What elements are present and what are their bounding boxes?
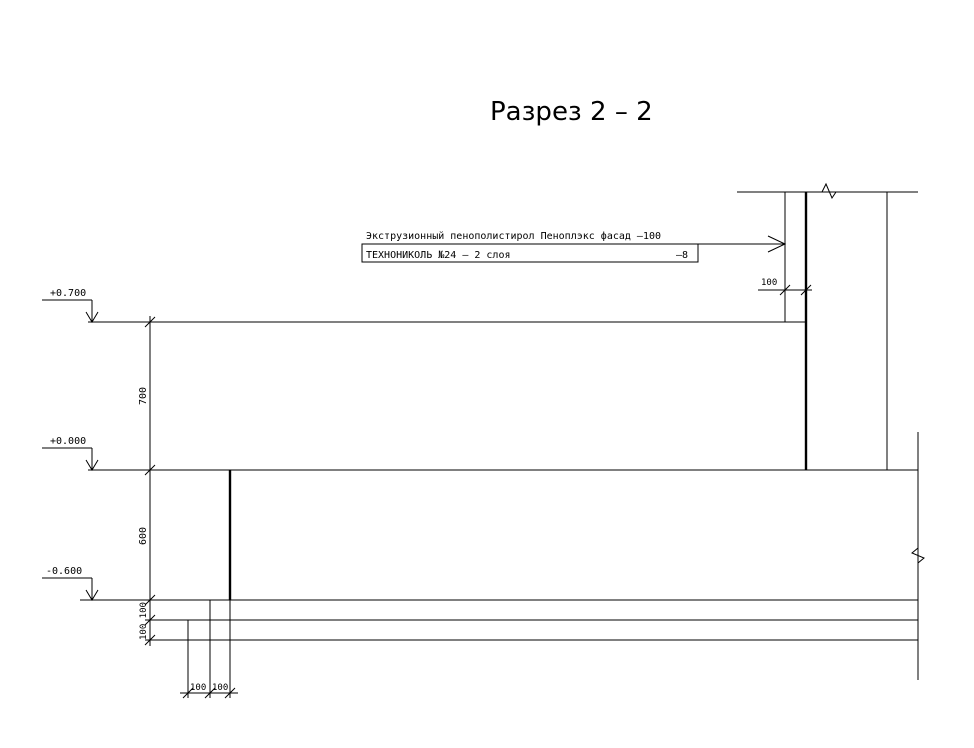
level-label: +0.700 — [50, 288, 86, 299]
level-marker-m0600: -0.600 — [42, 566, 210, 601]
dim-left-offset-1: 100 — [190, 683, 206, 693]
level-label: +0.000 — [50, 436, 86, 447]
vertical-dimension-chain: 700 600 100 100 — [138, 316, 188, 646]
horizontal-dimension-chain: 100 100 — [180, 600, 238, 699]
dim-foundation-depth: 600 — [138, 527, 149, 545]
foundation-slab — [228, 469, 919, 601]
dim-left-offset-2: 100 — [212, 683, 228, 693]
callout-waterproofing-text: ТЕХНОНИКОЛЬ №24 – 2 слоя — [366, 250, 511, 261]
dim-wall-height: 700 — [138, 387, 149, 405]
level-label: -0.600 — [46, 566, 82, 577]
drawing-title: Разрез 2 – 2 — [490, 97, 653, 127]
right-break-line — [911, 432, 925, 680]
material-callout: Экструзионный пенополистирол Пеноплэкс ф… — [361, 230, 787, 263]
callout-insulation-text: Экструзионный пенополистирол Пеноплэкс ф… — [366, 230, 661, 242]
level-marker-0700: +0.700 — [42, 288, 99, 323]
level-lines — [88, 321, 918, 471]
insulation-dimension: 100 — [758, 278, 812, 296]
dim-bottom-layers: 100 100 — [139, 602, 149, 640]
level-marker-0000: +0.000 — [42, 436, 99, 471]
sand-layer — [209, 599, 919, 621]
concrete-prep-layer — [187, 619, 919, 641]
callout-waterproofing-value: –8 — [676, 250, 688, 261]
insulation-layer — [784, 191, 807, 323]
upper-wall — [737, 182, 918, 471]
dim-insulation-thickness: 100 — [761, 278, 777, 288]
